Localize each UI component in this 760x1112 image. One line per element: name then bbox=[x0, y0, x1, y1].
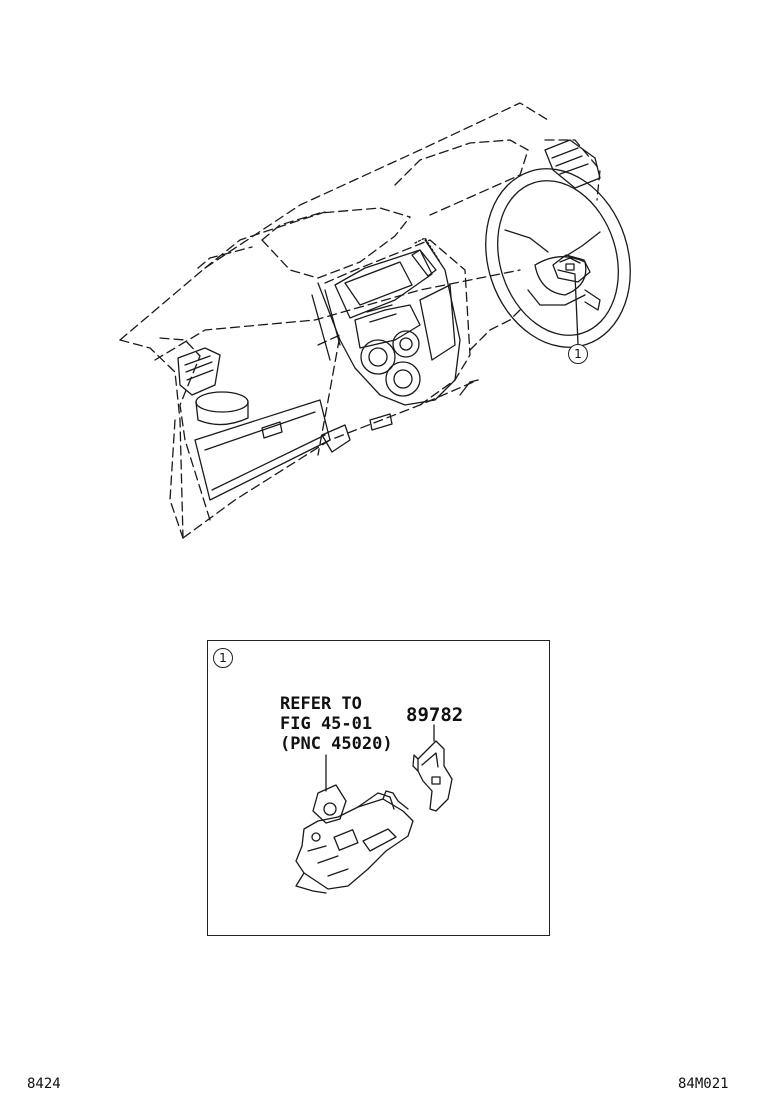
callout-leader-line bbox=[574, 274, 579, 345]
dashboard-outline bbox=[119, 102, 601, 539]
right-air-vent bbox=[544, 139, 601, 189]
bracket-icon bbox=[412, 740, 453, 812]
steering-switch-icon bbox=[552, 254, 591, 283]
glove-box bbox=[194, 399, 393, 501]
footer-left-code: 8424 bbox=[27, 1076, 61, 1092]
footer-right-code: 84M021 bbox=[678, 1076, 729, 1092]
center-stack bbox=[311, 237, 461, 406]
steering-wheel bbox=[485, 168, 631, 348]
detail-view-box: 1 REFER TO FIG 45-01 (PNC 45020) 89782 bbox=[207, 640, 550, 936]
dashboard-illustration bbox=[119, 102, 631, 539]
switch-assembly-icon bbox=[295, 784, 414, 894]
detail-index-badge: 1 bbox=[213, 648, 233, 668]
part-number-label: 89782 bbox=[406, 704, 464, 726]
refer-line-2: FIG 45-01 bbox=[280, 714, 373, 734]
refer-to-note: REFER TO FIG 45-01 (PNC 45020) bbox=[280, 694, 393, 754]
left-air-vent bbox=[177, 347, 249, 426]
refer-line-1: REFER TO bbox=[280, 694, 362, 714]
refer-line-3: (PNC 45020) bbox=[280, 734, 393, 754]
detail-parts-drawing bbox=[295, 724, 453, 894]
callout-number-badge: 1 bbox=[568, 344, 588, 364]
